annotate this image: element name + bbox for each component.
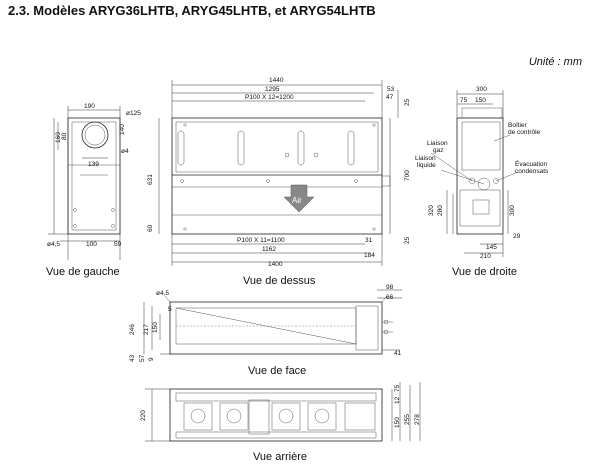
dim-left-160: 160	[55, 132, 62, 143]
dim-front-66: 66	[386, 294, 394, 301]
caption-left-view: Vue de gauche	[46, 266, 120, 278]
dim-right-280: 280	[437, 205, 444, 216]
dim-left-d125: ø125	[126, 110, 141, 117]
label-liaison-gaz-1: Liaison	[427, 140, 448, 147]
dim-top-1400: 1400	[268, 261, 283, 268]
dim-top-p1100: P100 X 11=1100	[237, 237, 285, 244]
dim-front-57: 57	[139, 354, 146, 362]
dim-left-139: 139	[88, 161, 99, 168]
label-liaison-liquide-1: Liaison	[415, 155, 436, 162]
dim-right-29: 29	[513, 233, 521, 240]
dim-front-217: 217	[143, 324, 150, 335]
dim-right-300a: 300	[476, 86, 487, 93]
caption-front-view: Vue de face	[248, 365, 307, 377]
dim-left-60: 60	[147, 224, 154, 232]
dim-left-100: 100	[86, 241, 97, 248]
label-evacuation-1: Évacuation	[515, 159, 548, 168]
label-liaison-gaz-2: gaz	[433, 147, 443, 154]
caption-right-view: Vue de droite	[452, 266, 518, 278]
dim-rear-150: 150	[394, 417, 401, 428]
dim-front-5: 5	[168, 306, 172, 313]
dim-right-320: 320	[428, 205, 435, 216]
top-view-drawing	[158, 80, 399, 266]
label-evacuation-2: condensats	[515, 168, 549, 175]
dim-top-184: 184	[364, 252, 375, 259]
page-title: 2.3. Modèles ARYG36LHTB, ARYG45LHTB, et …	[8, 3, 376, 18]
front-view-drawing	[143, 289, 402, 355]
label-liaison-liquide-2: liquide	[417, 162, 436, 169]
dim-top-1295: 1295	[265, 86, 280, 93]
caption-top-view: Vue de dessus	[243, 275, 316, 287]
caption-rear-view: Vue arrière	[253, 451, 308, 463]
dim-right-300b: 300	[509, 205, 516, 216]
dim-front-150: 150	[152, 322, 159, 333]
dim-right-150: 150	[475, 97, 486, 104]
label-boitier: Boîtier	[508, 122, 528, 129]
dim-left-d45: ø4,5	[47, 241, 60, 248]
dim-top-53: 53	[387, 86, 395, 93]
dim-left-59: 59	[114, 241, 122, 248]
dim-rear-220: 220	[140, 410, 147, 421]
dim-front-d45: ø4,5	[156, 290, 169, 297]
dim-top-700: 700	[404, 170, 411, 181]
dim-front-246: 246	[129, 324, 136, 335]
dim-right-210: 210	[480, 253, 491, 260]
dim-rear-255: 255	[404, 414, 411, 425]
unit-label: Unité : mm	[528, 56, 582, 68]
dim-front-98: 98	[386, 284, 394, 291]
dim-front-9: 9	[148, 357, 155, 361]
dim-left-140: 140	[119, 124, 126, 135]
dim-top-47: 47	[386, 94, 394, 101]
left-view-drawing	[48, 106, 121, 260]
dim-top-31: 31	[365, 237, 373, 244]
dim-front-43: 43	[129, 354, 136, 362]
dim-rear-12: 12	[394, 396, 401, 404]
dim-left-d4: ø4	[121, 148, 129, 155]
rear-view-drawing	[145, 382, 421, 442]
dim-left-190: 190	[84, 103, 95, 110]
dim-rear-75: 75	[394, 384, 401, 392]
airflow-label: Air	[292, 196, 302, 205]
dim-top-p1200: P100 X 12=1200	[245, 94, 294, 101]
dim-front-41: 41	[394, 350, 402, 357]
dim-top-25a: 25	[404, 98, 411, 106]
dim-top-1440: 1440	[269, 77, 284, 84]
dim-right-75: 75	[460, 97, 468, 104]
right-view-drawing	[430, 90, 519, 257]
dim-right-145: 145	[486, 244, 497, 251]
dim-top-1162: 1162	[262, 246, 276, 253]
dim-rear-278: 278	[414, 414, 421, 425]
dim-top-25b: 25	[404, 236, 411, 244]
airflow-arrow	[283, 184, 315, 213]
dim-left-631: 631	[147, 174, 154, 185]
label-de-controle: de contrôle	[508, 129, 541, 136]
dim-left-80: 80	[61, 132, 68, 140]
